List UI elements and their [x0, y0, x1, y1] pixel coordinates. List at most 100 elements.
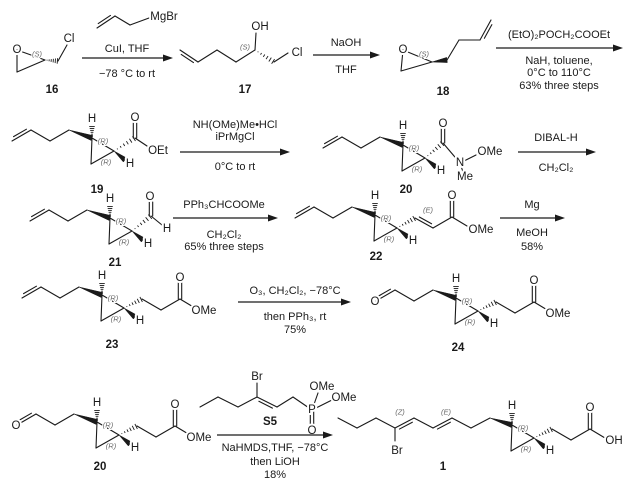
compound-label: 20 [94, 461, 107, 473]
compound-label: 21 [109, 257, 122, 269]
single-bond [394, 417, 415, 429]
single-bond [446, 39, 460, 61]
stereo-descriptor-r: (R) [108, 294, 119, 303]
single-bond [273, 52, 289, 63]
hydrogen-atom: H [409, 235, 417, 247]
hashed-bond-segment [429, 152, 432, 155]
double-bond-inner [17, 412, 33, 422]
chlorine-atom: Cl [292, 47, 303, 59]
hashed-bond-segment [134, 227, 136, 230]
single-bond [114, 15, 131, 26]
single-bond [91, 137, 115, 152]
bromine-atom: Br [251, 371, 263, 383]
single-bond [96, 421, 120, 436]
reagent-condition-above: O₃, CH₂Cl₂, −78°C [249, 285, 340, 297]
arrow-head-icon [280, 148, 290, 156]
double-bond-inner [436, 421, 451, 430]
wedge-bond [477, 310, 492, 323]
double-bond-inner [295, 205, 311, 215]
methoxy-group: OMe [546, 308, 571, 320]
hydrogen-atom: H [452, 273, 460, 285]
stereo-descriptor-r: (R) [111, 315, 122, 324]
single-bond [235, 49, 256, 63]
hydrogen-atom: H [131, 442, 139, 454]
single-bond [373, 227, 398, 242]
wedge-bond [351, 206, 377, 218]
wedge-bond [432, 289, 458, 301]
compound-label: 24 [452, 342, 465, 354]
stereo-descriptor-s: (S) [32, 50, 43, 59]
reagent-condition-above: Mg [524, 199, 539, 211]
single-bond [95, 421, 98, 449]
double-bond-inner [418, 216, 433, 225]
single-bond [414, 217, 434, 229]
compound-label: 18 [437, 86, 450, 98]
single-bond [402, 144, 426, 159]
single-bond [155, 425, 176, 438]
hashed-bond-segment [128, 304, 131, 307]
hydrogen-atom: H [490, 318, 498, 330]
carboxylic-acid-hydroxyl: OH [605, 435, 622, 447]
hashed-bond-segment [437, 144, 442, 149]
hashed-bond-segment [119, 145, 122, 148]
single-bond [294, 206, 315, 219]
hashed-bond-segment [122, 143, 126, 147]
double-bond-inner [12, 128, 28, 138]
chlorine-atom: Cl [64, 33, 75, 45]
hydrogen-atom: H [508, 400, 516, 412]
wedge-bond [424, 157, 439, 170]
hydrogen-atom: H [93, 397, 101, 409]
reagent-condition-below: 0°C to 110°C [527, 67, 591, 79]
single-bond [100, 307, 125, 322]
hydrogen-atom: H [98, 270, 106, 282]
compound-label: 17 [239, 84, 252, 96]
single-bond [470, 417, 491, 429]
single-bond [511, 424, 535, 439]
wedge-bond [533, 437, 548, 450]
reagent-condition-below: 75% [284, 324, 306, 336]
oxygen-atom: O [371, 296, 380, 308]
single-bond [160, 298, 181, 311]
arrow-head-icon [268, 214, 278, 222]
single-bond [332, 206, 353, 219]
single-bond [311, 399, 333, 411]
stereo-descriptor-r: (R) [409, 144, 420, 153]
single-bond [48, 209, 69, 222]
compound-label: 22 [370, 251, 383, 263]
stereo-descriptor-e: (E) [441, 408, 452, 417]
wedge-bond [379, 136, 405, 148]
single-bond [402, 49, 433, 63]
single-bond [129, 17, 150, 26]
reagent-condition-below: then LiOH [250, 456, 300, 468]
single-bond [11, 129, 32, 142]
hydrogen-atom: H [371, 190, 379, 202]
oxygen-atom: O [171, 399, 180, 411]
single-bond [533, 301, 550, 312]
single-bond [374, 214, 398, 229]
reagent-condition-above: PPh₃CHCOOMe [183, 199, 265, 211]
wedge-bond [123, 307, 138, 320]
hashed-bond-segment [265, 55, 269, 60]
hashed-bond-segment [485, 305, 488, 309]
stereo-descriptor-r: (R) [116, 217, 127, 226]
hashed-bond-segment [137, 225, 139, 228]
arrow-head-icon [586, 148, 596, 156]
single-bond [589, 428, 606, 439]
compound-label: 23 [106, 339, 119, 351]
single-bond [256, 396, 278, 408]
stereo-descriptor-r: (R) [103, 421, 114, 430]
single-bond [30, 129, 51, 142]
methoxy-group: OMe [332, 392, 357, 404]
single-bond [254, 32, 257, 51]
